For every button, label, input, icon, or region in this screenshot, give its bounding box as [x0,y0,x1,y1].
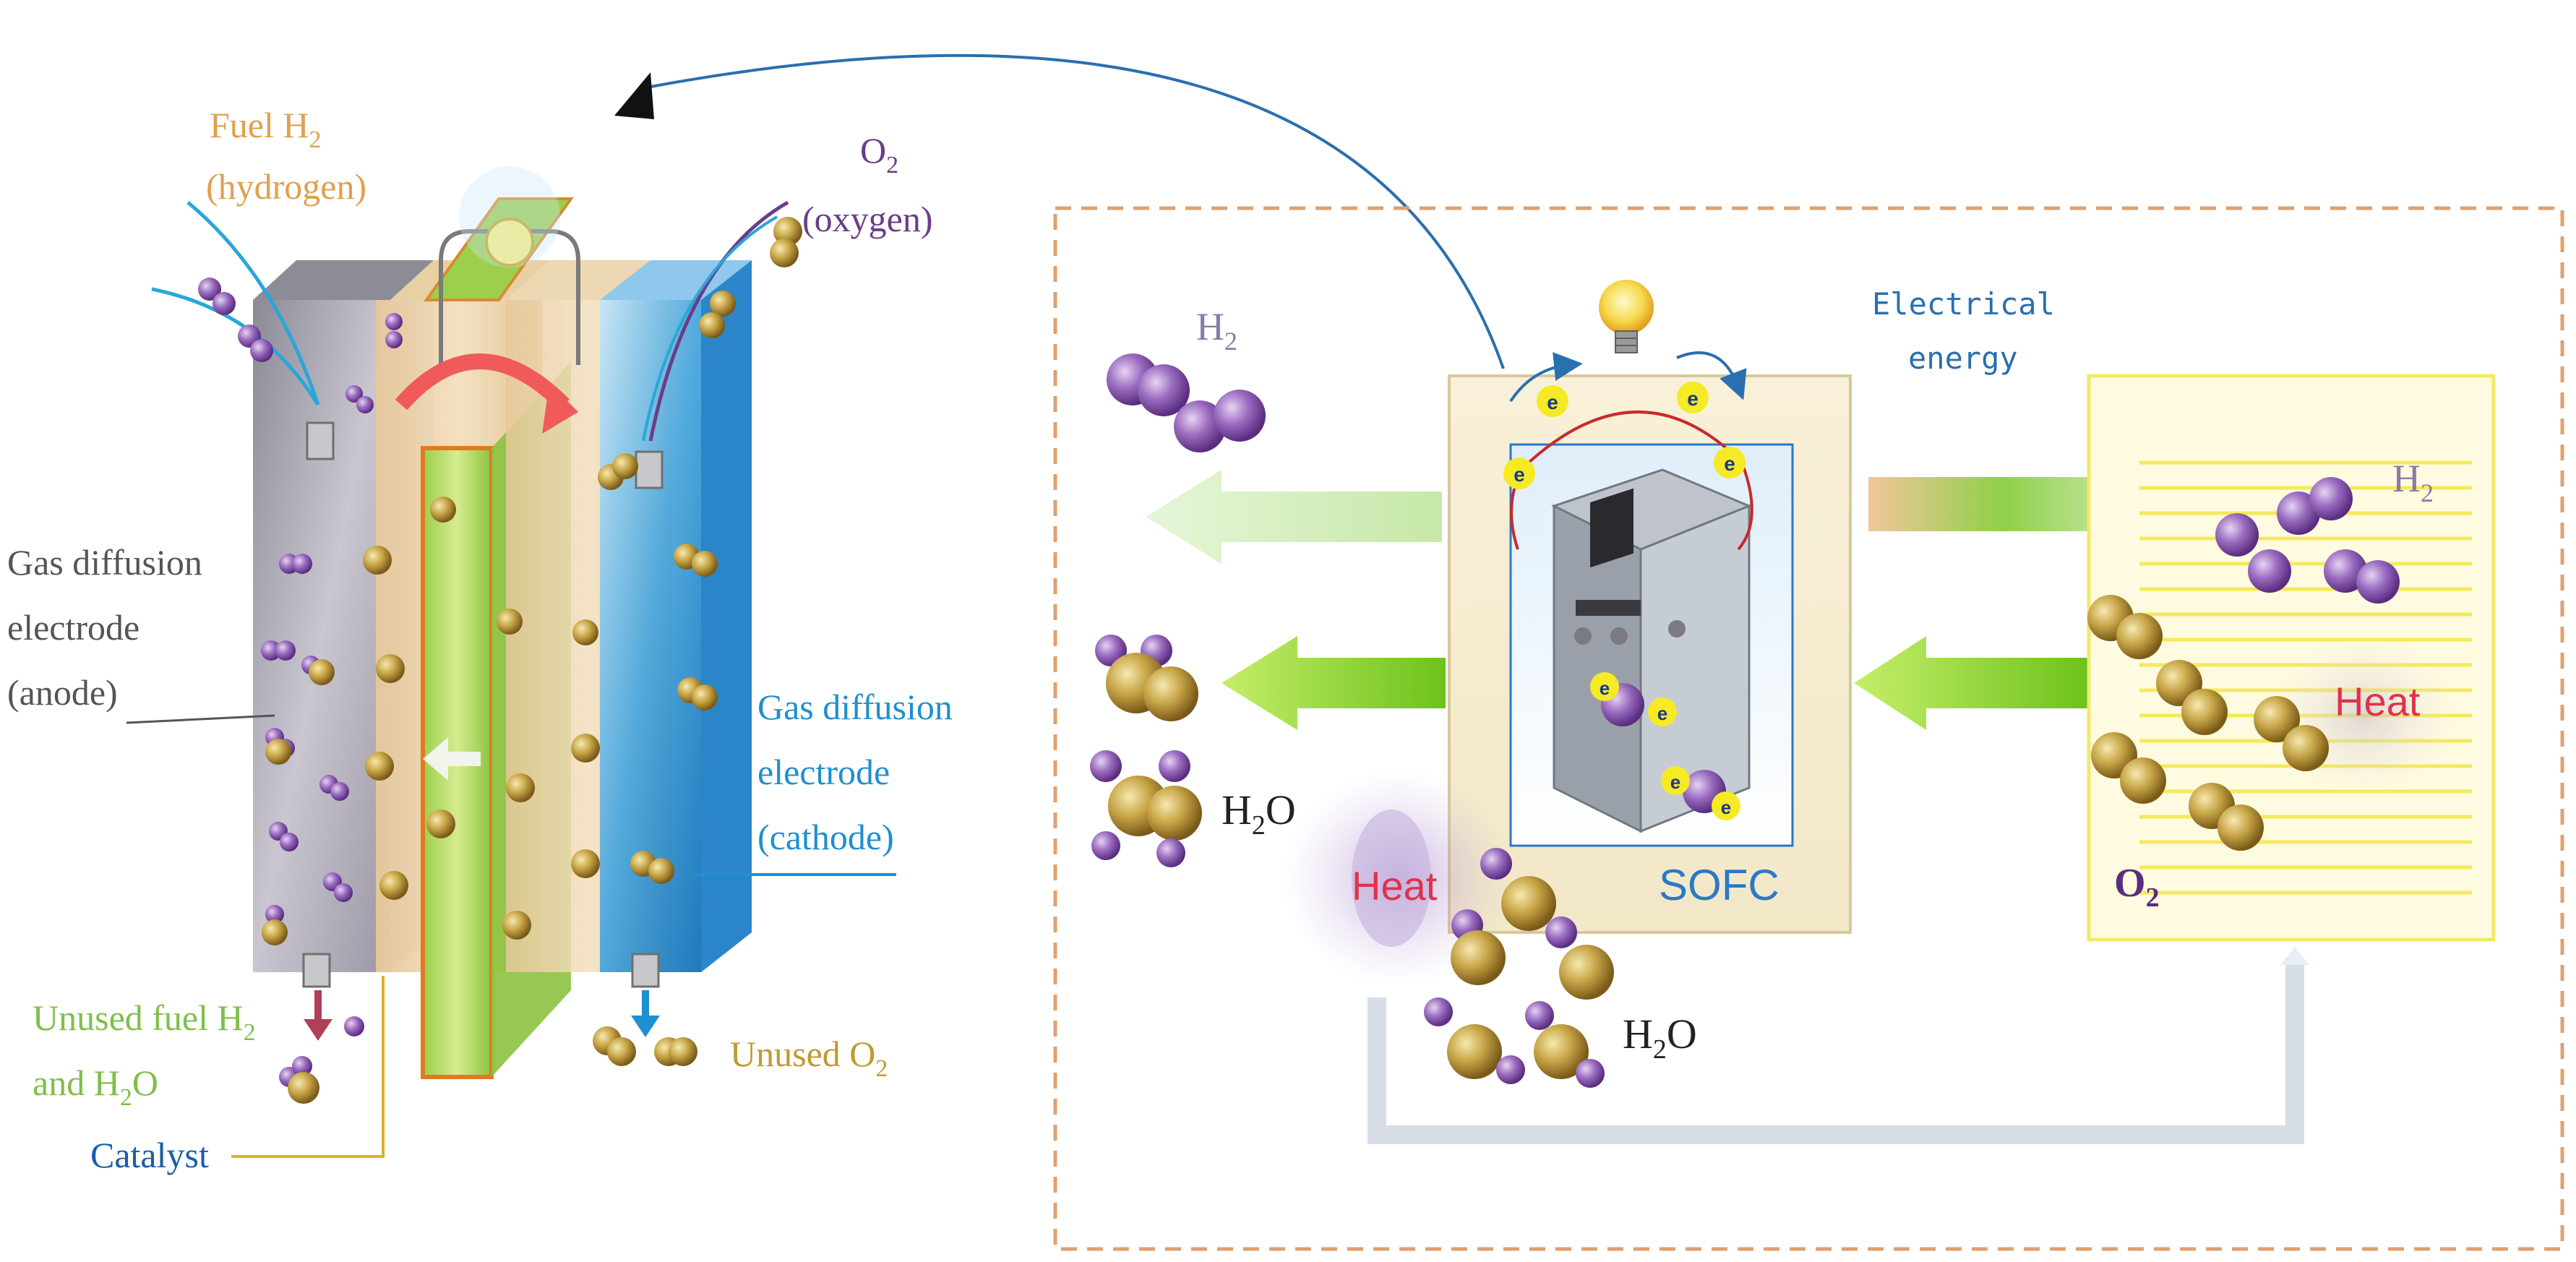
anode-label-2: electrode [7,607,139,648]
oxygen-label: O2 [860,130,898,179]
h2o-left-label: H2O [1222,786,1296,841]
exhaust-arrow-h2o [1222,636,1446,730]
fuel-label-sub: (hydrogen) [206,166,366,207]
catalyst-label: Catalyst [90,1135,209,1175]
electrical-energy-label-2: energy [1908,340,2018,376]
svg-text:e: e [1724,452,1735,475]
heat-left-label: Heat [1352,863,1438,909]
svg-text:e: e [1547,391,1558,413]
oxygen-inlet-connector [635,450,664,489]
lightbulb-icon-sofc [1599,280,1654,353]
anode-top-face [253,260,434,300]
fuel-inlet-connector [306,421,335,460]
h2-top-left-label: H2 [1196,305,1237,356]
fuel-outlet-connector [302,953,331,988]
svg-text:e: e [1600,677,1610,699]
h2-right-label: H2 [2392,457,2434,507]
heat-right-label: Heat [2335,679,2421,724]
electron-flow-arrow [395,353,570,411]
anode-label-1: Gas diffusion [7,542,202,583]
cathode-label-2: electrode [757,752,890,792]
oxygen-outlet-connector [631,953,660,988]
fuel-label: Fuel H2 [210,105,322,153]
return-pipe [1368,961,2304,1144]
electrical-energy-label-1: Electrical [1872,286,2055,322]
svg-text:e: e [1670,771,1680,793]
unused-fuel-label: Unused fuel H2 [33,997,256,1046]
anode-label-3: (anode) [7,672,118,713]
electron-markers: e e e e e e e e [1503,382,1746,820]
svg-text:e: e [1514,463,1525,486]
lightbulb-icon [485,218,534,267]
input-arrow-o2 [1854,636,2089,730]
connection-arrowhead [614,72,654,119]
svg-text:e: e [1721,797,1731,818]
sofc-label: SOFC [1659,861,1779,909]
exhaust-arrow-h2 [1146,470,1442,564]
oxygen-label-sub: (oxygen) [802,199,933,239]
fuel-outlet-arrow [304,1019,332,1041]
left-labels: Fuel H2 (hydrogen) O2 (oxygen) Gas diffu… [7,105,953,1175]
right-molecules [1090,353,2400,1088]
ion-flow-arrow [423,737,481,781]
svg-text:e: e [1687,387,1699,410]
right-labels: H2 H2O H2O Electrical energy SOFC Heat H… [1196,286,2434,1065]
unused-o2-label: Unused O2 [730,1034,888,1082]
o2-right-label: O2 [2114,861,2160,913]
svg-text:e: e [1657,703,1667,724]
h2o-bottom-label: H2O [1623,1010,1697,1065]
oxygen-outlet-arrow [631,1016,660,1037]
reservoir-box [2087,374,2496,942]
cathode-label-3: (cathode) [757,817,894,857]
connection-arc [650,53,1505,369]
left-molecules [198,217,802,1104]
sofc-stack-device [1551,468,1752,833]
unused-fuel-label-2: and H2O [33,1063,158,1111]
cathode-label-1: Gas diffusion [757,687,953,727]
